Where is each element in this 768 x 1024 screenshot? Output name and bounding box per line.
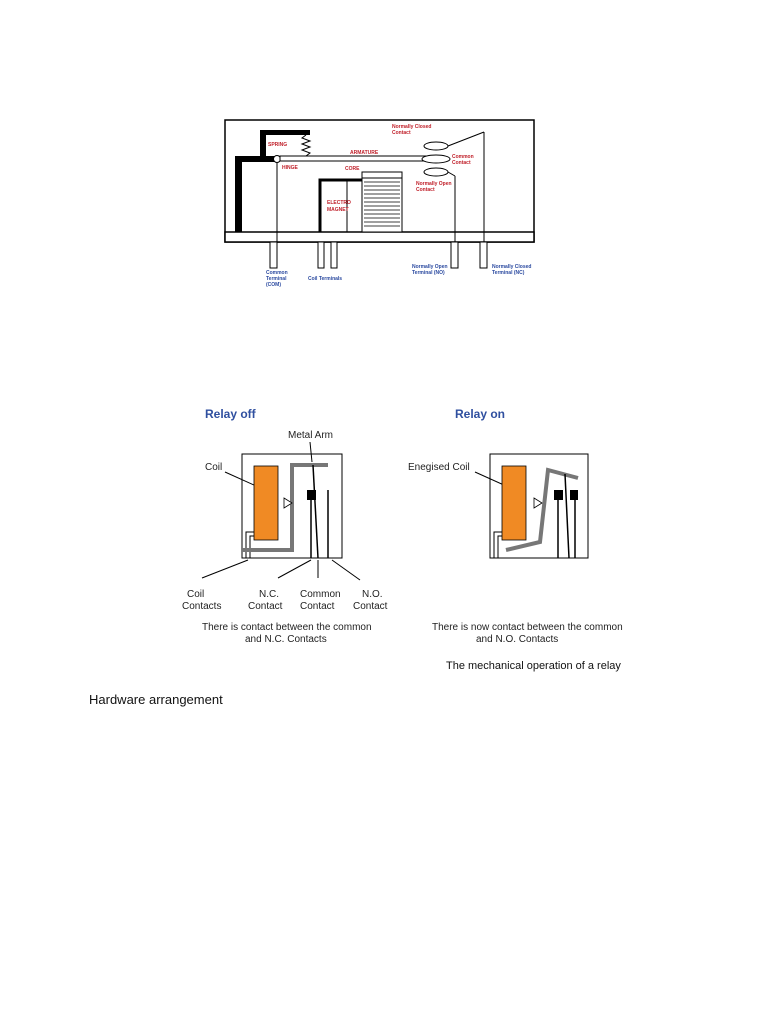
metal-arm-label: Metal Arm	[288, 430, 333, 441]
core	[361, 171, 403, 179]
common-contact-label-2: Contact	[300, 601, 335, 612]
common-contact	[421, 154, 451, 164]
coil-lead-b	[249, 535, 254, 558]
frame-top	[260, 130, 266, 158]
coil-terminal-b	[330, 241, 338, 269]
frame-horizontal	[235, 156, 277, 162]
no-contact-label-2: Contact	[353, 601, 388, 612]
nc-contact-label-2: Contact	[392, 130, 411, 136]
relay-on-coil	[501, 465, 527, 541]
com-terminal-label-3: (COM)	[266, 282, 281, 288]
relay-construction-diagram: SPRING HINGE ARMATURE CORE ELECTRO MAGNE…	[224, 119, 535, 288]
armature-label: ARMATURE	[350, 150, 379, 156]
relay-on-note-1: There is now contact between the common	[432, 622, 623, 633]
relay-off-note-1: There is contact between the common	[202, 622, 372, 633]
no-contact-label-2: Contact	[416, 187, 435, 193]
metal-arm-arrow	[309, 441, 313, 463]
on-pivot-marker	[533, 497, 543, 509]
common-contact-label-1: Common	[452, 154, 474, 160]
relay-off-title: Relay off	[205, 407, 257, 421]
armature	[279, 155, 431, 162]
relay-on-note-2: and N.O. Contacts	[476, 634, 558, 645]
coil-contacts-label-2: Contacts	[182, 601, 221, 612]
coil-terminals-label: Coil Terminals	[308, 276, 342, 282]
hinge-label: HINGE	[282, 165, 299, 171]
nc-contact-block	[307, 490, 316, 500]
nc-terminal-label-1: Normally Closed	[492, 264, 531, 270]
no-terminal	[450, 241, 459, 269]
on-no-contact-block	[570, 490, 578, 500]
com-terminal-label-1: Common	[266, 270, 288, 276]
relay-base	[224, 231, 535, 243]
relay-states-diagram: Relay off Metal Arm Coil Coil Contacts N…	[182, 407, 623, 645]
core-label: CORE	[345, 166, 360, 172]
spring	[300, 134, 312, 157]
no-contact-arrow	[331, 559, 361, 581]
nc-terminal	[479, 241, 488, 269]
coil-winding	[361, 177, 403, 233]
relay-off-frame	[241, 453, 343, 559]
coil-label: Coil	[205, 462, 222, 473]
relay-on-title: Relay on	[455, 407, 505, 421]
on-coil-lead-b	[497, 535, 502, 558]
relay-off-coil	[253, 465, 279, 541]
no-contact-label-1: Normally Open	[416, 181, 452, 187]
nc-terminal-label-2: Terminal (NC)	[492, 270, 525, 276]
hinge	[273, 155, 281, 163]
relay-on-metal-arm	[505, 467, 579, 552]
magnet-label: MAGNET	[327, 207, 349, 213]
no-contact	[423, 167, 449, 177]
relay-on-frame	[489, 453, 589, 559]
nc-contact	[423, 141, 449, 151]
no-arm	[447, 171, 456, 177]
frame-vertical	[235, 156, 242, 232]
nc-contact-label-1: N.C.	[259, 589, 279, 600]
nc-contact-label-1: Normally Closed	[392, 124, 431, 130]
com-terminal	[269, 241, 278, 269]
on-coil-lead-a	[493, 531, 502, 558]
spring-label: SPRING	[268, 142, 287, 148]
electromagnet-bracket	[318, 178, 362, 232]
relay-off-note-2: and N.C. Contacts	[245, 634, 327, 645]
on-common-contact-line	[564, 473, 570, 559]
relay-off-metal-arm	[242, 463, 328, 552]
section-heading: Hardware arrangement	[89, 692, 223, 707]
energised-coil-label: Enegised Coil	[408, 462, 470, 473]
coil-contacts-label-1: Coil	[187, 589, 204, 600]
nc-contact-arrow	[277, 559, 312, 579]
common-contact-line	[312, 464, 319, 559]
common-contact-label-1: Common	[300, 589, 341, 600]
no-contact-label-1: N.O.	[362, 589, 383, 600]
no-terminal-label-2: Terminal (NO)	[412, 270, 445, 276]
coil-contacts-arrow	[201, 559, 249, 579]
frame-top-bar	[260, 130, 310, 135]
nc-arm	[447, 131, 485, 147]
figure-caption: The mechanical operation of a relay	[446, 660, 621, 672]
coil-terminal-a	[317, 241, 325, 269]
com-terminal-label-2: Terminal	[266, 276, 287, 282]
electro-label: ELECTRO	[327, 200, 351, 206]
coil-turns	[364, 181, 400, 227]
common-contact-label-2: Contact	[452, 160, 471, 166]
nc-contact-label-2: Contact	[248, 601, 283, 612]
pivot-marker	[283, 497, 293, 509]
on-nc-contact-block	[554, 490, 563, 500]
no-terminal-label-1: Normally Open	[412, 264, 448, 270]
